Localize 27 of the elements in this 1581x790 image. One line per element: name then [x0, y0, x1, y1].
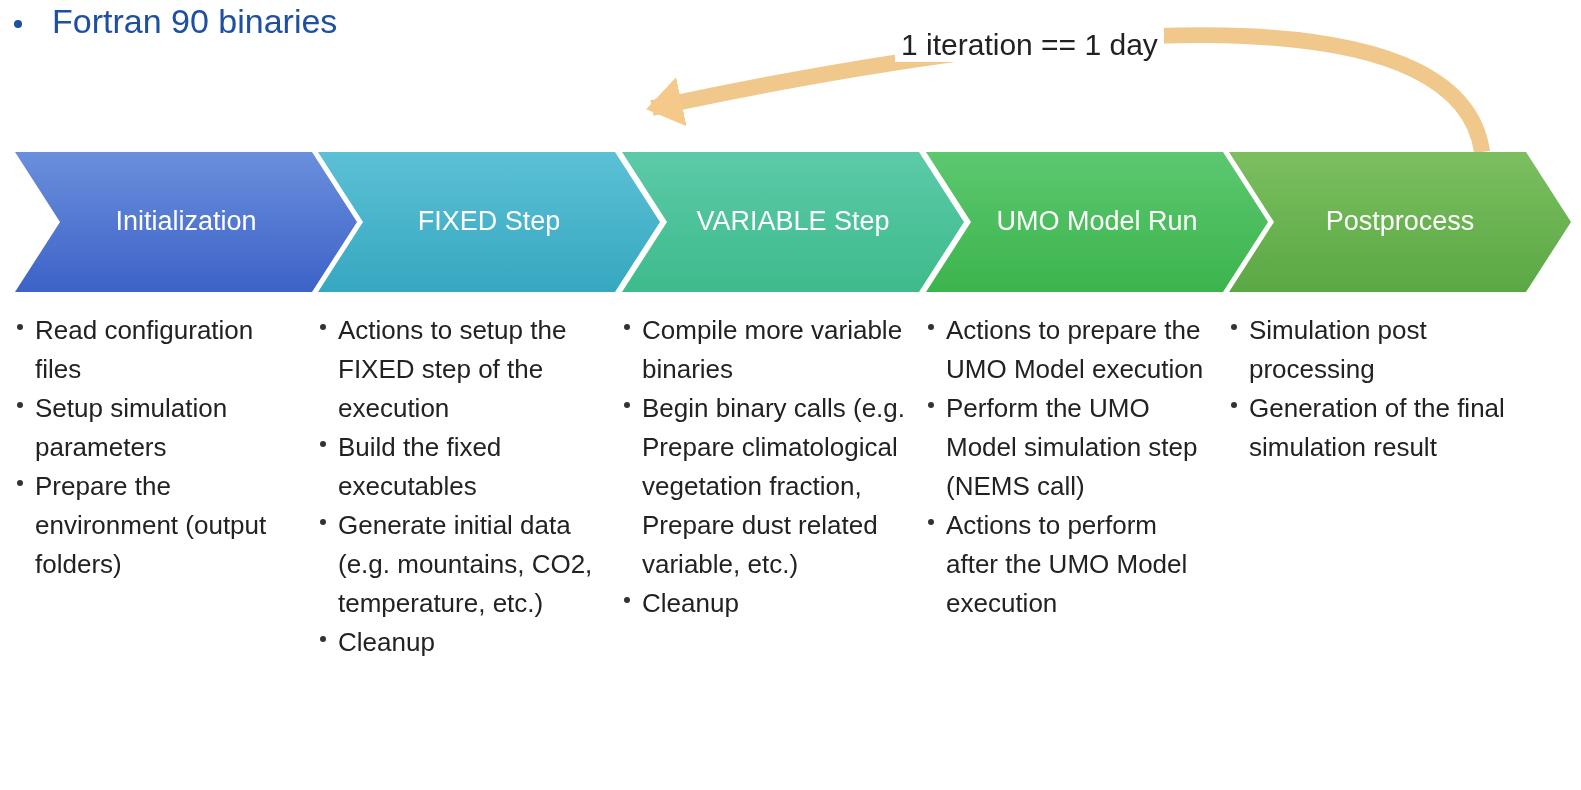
bullet-text: Prepare the environment (output folders) — [35, 470, 268, 581]
chevron-step — [622, 152, 964, 292]
bullet-text: Generation of the final simulation result — [1249, 392, 1506, 464]
step-title: VARIABLE Step — [696, 205, 890, 239]
chevron-step — [926, 152, 1268, 292]
bullet-text: Build the fixed executables — [338, 431, 503, 503]
bullet-text: Compile more variable binaries — [642, 314, 904, 386]
heading-text: Fortran 90 binaries — [52, 2, 338, 41]
step-title: UMO Model Run — [996, 205, 1198, 239]
bullet-text: Actions to setup the FIXED step of the execution — [338, 314, 568, 425]
bullet-text: Actions to perform after the UMO Model execution — [946, 509, 1189, 620]
chevron-step — [318, 152, 660, 292]
bullet-text: Read configuration files — [35, 314, 255, 386]
bullet-text: Begin binary calls (e.g. Prepare climatological vegetation fraction, Prepare dust related variable, etc.) — [642, 392, 907, 581]
bullet-text: Cleanup — [642, 587, 740, 620]
step-title: Initialization — [115, 205, 257, 239]
step-title: Postprocess — [1325, 205, 1475, 239]
bullet-text: Cleanup — [338, 626, 436, 659]
bullet-text: Simulation post processing — [1249, 314, 1428, 386]
bullet-text: Perform the UMO Model simulation step (NEMS call) — [946, 392, 1199, 503]
step-title: FIXED Step — [417, 205, 561, 239]
bullet-text: Generate initial data (e.g. mountains, CO2, temperature, etc.) — [338, 509, 594, 620]
chevron-step — [1229, 152, 1571, 292]
chevron-step — [15, 152, 357, 292]
bullet-text: Actions to prepare the UMO Model execution — [946, 314, 1205, 386]
edge-label: 1 iteration == 1 day — [895, 28, 1164, 62]
bullet-text: Setup simulation parameters — [35, 392, 229, 464]
